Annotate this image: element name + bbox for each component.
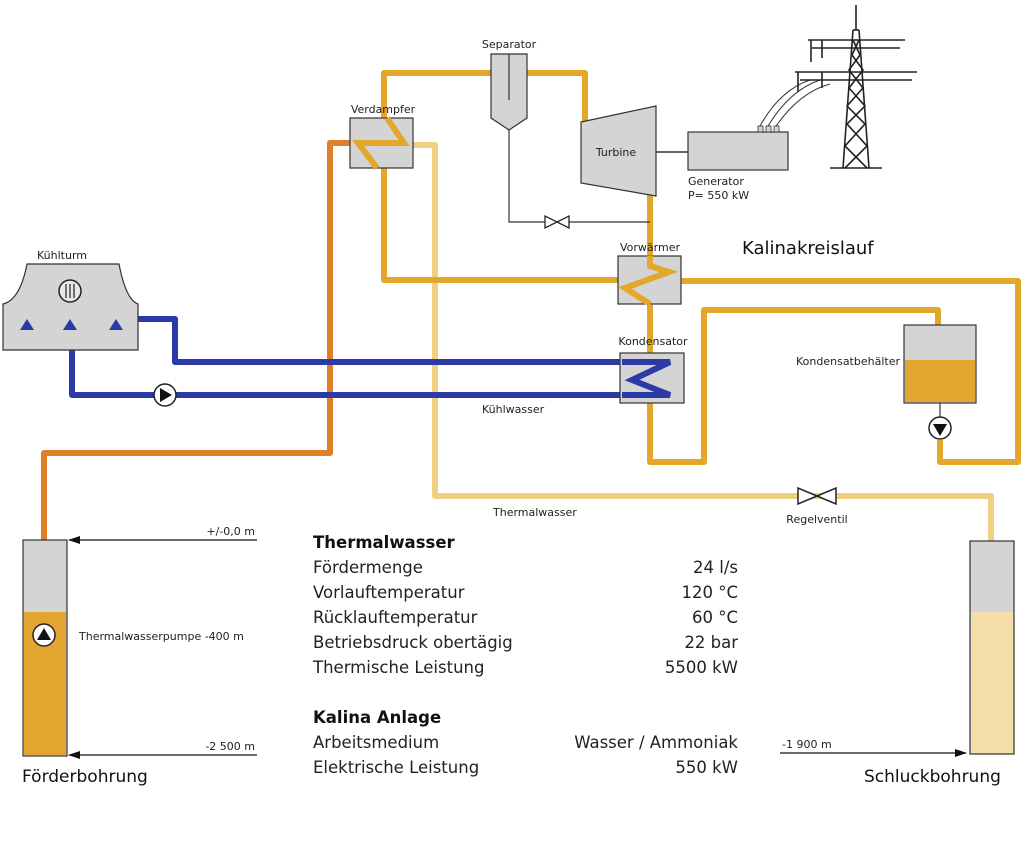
info-row-label: Vorlauftemperatur — [313, 583, 465, 602]
info-row-value: 550 kW — [675, 758, 738, 777]
kuehlwasser-label: Kühlwasser — [482, 403, 545, 416]
kalina-loop-verdampfer-return — [381, 160, 618, 283]
info-row: Arbeitsmedium Wasser / Ammoniak — [313, 730, 738, 755]
kalina-heading: Kalina Anlage — [313, 708, 442, 727]
bypass-valve-icon — [544, 214, 570, 230]
power-pylon-icon — [795, 5, 917, 169]
level-bottom-label: -2 500 m — [205, 740, 255, 753]
regelventil-icon — [797, 486, 837, 506]
info-row: Elektrische Leistung 550 kW — [313, 755, 738, 780]
info-row-value: 22 bar — [684, 633, 738, 652]
thermalwasser-pipe-label: Thermalwasser — [492, 506, 577, 519]
thermalwasserpumpe-label: Thermalwasserpumpe -400 m — [78, 630, 244, 643]
kuehlwasser-pipe-lower — [69, 350, 622, 398]
info-row: Fördermenge 24 l/s — [313, 555, 738, 580]
kondensator-label: Kondensator — [618, 335, 688, 348]
foerderbohrung-label: Förderbohrung — [22, 767, 148, 787]
info-row: Rücklauftemperatur 60 °C — [313, 605, 738, 630]
thermalwasser-heading: Thermalwasser — [313, 533, 455, 552]
regelventil-label: Regelventil — [786, 513, 847, 526]
separator-bypass-line — [508, 130, 650, 223]
spacer — [313, 680, 738, 705]
info-row-label: Betriebsdruck obertägig — [313, 633, 513, 652]
info-row-value: Wasser / Ammoniak — [574, 733, 738, 752]
separator-label: Separator — [482, 38, 537, 51]
info-row-value: 5500 kW — [664, 658, 738, 677]
info-row-value: 120 °C — [681, 583, 738, 602]
info-row: Thermische Leistung 5500 kW — [313, 655, 738, 680]
kuehlturm-body — [2, 263, 139, 351]
info-row-value: 60 °C — [691, 608, 738, 627]
thermalwasser-production-pipe — [41, 140, 352, 630]
info-row-label: Thermische Leistung — [313, 658, 485, 677]
vorwaermer-label: Vorwärmer — [620, 241, 680, 254]
info-row: Betriebsdruck obertägig 22 bar — [313, 630, 738, 655]
turbine-body — [580, 105, 657, 197]
verdampfer-coil — [351, 116, 410, 170]
kalina-loop-upper — [381, 70, 588, 160]
info-row-label: Arbeitsmedium — [313, 733, 440, 752]
turbine-label: Turbine — [595, 146, 637, 159]
kondensator-coil — [622, 359, 672, 398]
level-surface-label: +/-0,0 m — [206, 525, 255, 538]
kondensatbehaelter-label: Kondensatbehälter — [796, 355, 900, 368]
generator-box — [687, 131, 789, 171]
kuehlturm-label: Kühlturm — [37, 249, 87, 262]
info-table: Thermalwasser Fördermenge 24 l/s Vorlauf… — [313, 530, 738, 780]
spray-nozzle-icon — [109, 319, 123, 330]
verdampfer-label: Verdampfer — [351, 103, 416, 116]
vorwaermer-coil — [618, 256, 679, 307]
generator-label: Generator — [688, 175, 744, 188]
generator-power-label: P= 550 kW — [688, 189, 749, 202]
kalinakreislauf-title: Kalinakreislauf — [742, 238, 874, 259]
kalina-loop-kondensator-out — [647, 307, 941, 465]
kalina-loop-pump-return — [680, 278, 1021, 465]
schluckbohrung-label: Schluckbohrung — [864, 767, 1001, 787]
info-row-label: Rücklauftemperatur — [313, 608, 478, 627]
level-injection-label: -1 900 m — [782, 738, 832, 751]
spray-nozzle-icon — [63, 319, 77, 330]
info-row: Vorlauftemperatur 120 °C — [313, 580, 738, 605]
thermalwasser-return-pipe — [410, 142, 994, 541]
info-row-label: Elektrische Leistung — [313, 758, 480, 777]
info-row-value: 24 l/s — [693, 558, 738, 577]
info-row-label: Fördermenge — [313, 558, 423, 577]
spray-nozzle-icon — [20, 319, 34, 330]
